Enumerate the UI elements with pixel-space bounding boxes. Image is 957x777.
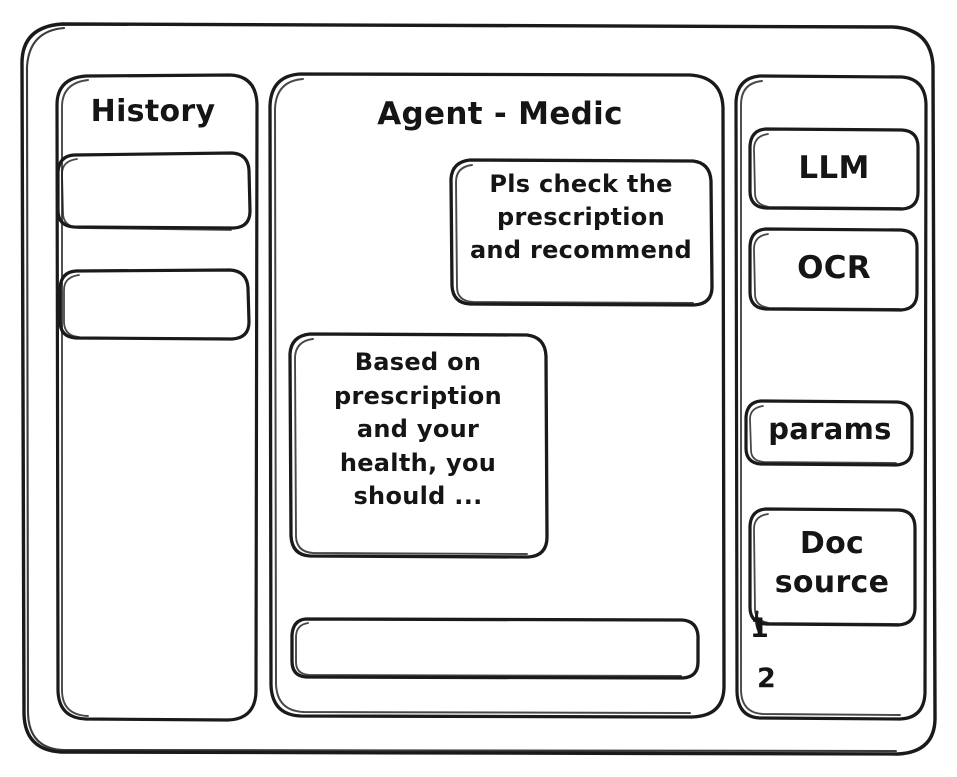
doc-ref-connector bbox=[754, 610, 762, 635]
llm-card-label: LLM bbox=[798, 150, 870, 186]
assistant-message-bubble bbox=[290, 334, 547, 557]
ocr-card-label: OCR bbox=[797, 250, 871, 286]
user-message-bubble bbox=[452, 160, 712, 306]
tools-panel-outline bbox=[734, 74, 928, 721]
doc-source-card-label: Doc source bbox=[774, 526, 890, 600]
params-card-label: params bbox=[768, 412, 892, 446]
history-item-1-outline bbox=[56, 151, 252, 231]
user-message-text: Pls check the prescription and recommend bbox=[469, 170, 693, 265]
ocr-card-outline bbox=[748, 227, 919, 312]
doc-source-ref-1: 1 bbox=[750, 613, 770, 644]
assistant-bubble-outline bbox=[288, 332, 549, 559]
doc-source-card[interactable] bbox=[750, 509, 915, 625]
history-panel-outline bbox=[55, 73, 259, 722]
history-item-1[interactable] bbox=[58, 152, 250, 229]
assistant-message-text: Based on prescription and your health, y… bbox=[334, 348, 502, 511]
history-item-2-outline bbox=[58, 268, 251, 341]
agent-panel-title: Agent - Medic bbox=[377, 96, 623, 132]
params-card-outline bbox=[744, 399, 914, 467]
doc-source-card-outline bbox=[748, 507, 917, 627]
history-item-2[interactable] bbox=[60, 270, 249, 339]
composer-input[interactable] bbox=[292, 619, 698, 678]
llm-card-outline bbox=[748, 127, 920, 211]
user-bubble-outline bbox=[449, 158, 714, 307]
ocr-card[interactable] bbox=[750, 229, 917, 310]
doc-source-ref-2: 2 bbox=[757, 663, 777, 694]
window-frame bbox=[20, 22, 937, 756]
llm-card[interactable] bbox=[750, 129, 918, 209]
composer-outline bbox=[290, 617, 700, 680]
params-card[interactable] bbox=[746, 401, 912, 465]
agent-panel-outline bbox=[268, 72, 726, 719]
history-panel-title: History bbox=[90, 94, 216, 129]
